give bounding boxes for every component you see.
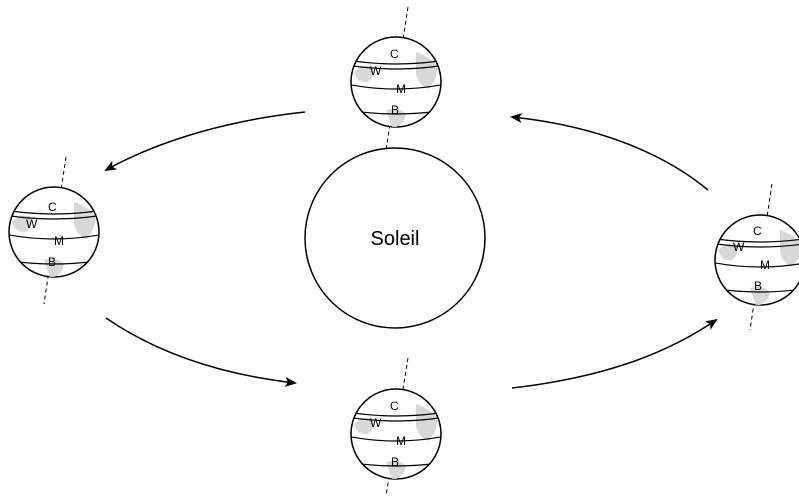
orbit-arrow-left-to-bottom (105, 317, 297, 387)
earth-bottom: C W M B (350, 357, 442, 497)
sun: Soleil (304, 147, 486, 329)
label-b: B (391, 455, 399, 469)
orbit-arrows (104, 111, 718, 389)
label-w: W (370, 416, 382, 430)
label-m: M (760, 258, 770, 272)
label-m: M (396, 434, 406, 448)
label-w: W (733, 240, 745, 254)
label-c: C (390, 47, 399, 61)
orbit-arrow-right-to-top (510, 113, 709, 191)
label-w: W (26, 217, 38, 231)
label-b: B (391, 103, 399, 117)
earth-top: C W M B (350, 6, 442, 151)
axis-line (43, 156, 67, 305)
label-b: B (754, 279, 762, 293)
label-w: W (370, 64, 382, 78)
label-c: C (390, 399, 399, 413)
orbit-arrow-bottom-to-right (511, 318, 718, 389)
label-c: C (753, 224, 762, 238)
orbit-arrow-top-to-left (104, 111, 306, 171)
label-c: C (48, 200, 57, 214)
axis-line (385, 357, 409, 497)
earth-right: C W M B (714, 183, 799, 331)
earth-left: C W M B (8, 156, 100, 305)
label-m: M (396, 82, 406, 96)
label-m: M (54, 234, 64, 248)
label-b: B (48, 255, 56, 269)
sun-circle (304, 147, 486, 329)
sun-label: Soleil (371, 228, 420, 250)
